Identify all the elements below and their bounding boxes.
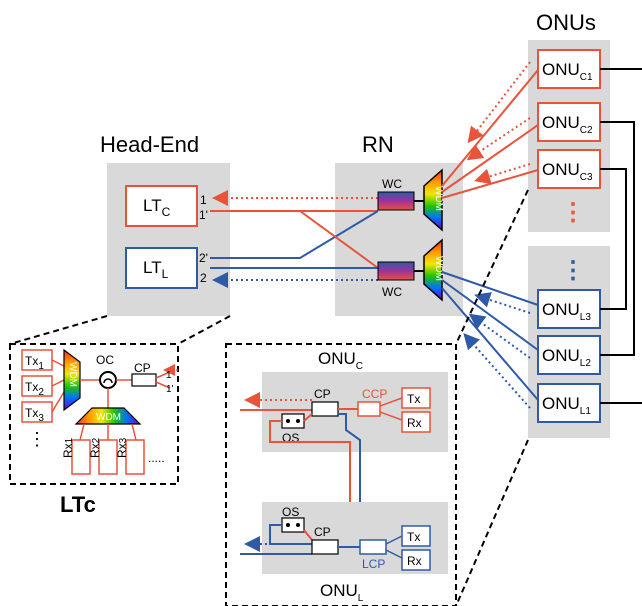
ltc-box: LTC [125,185,198,227]
onu-l-tx: Tx [401,525,431,547]
svg-text:WDM: WDM [433,186,444,211]
svg-text:Tx1: Tx1 [25,354,44,372]
onu-l3-box: ONUL3 [537,289,601,329]
ltc-tx1: Tx1 [21,349,53,372]
onu-l-cp: CP [311,525,339,555]
onus-title: ONUs [536,10,596,35]
onu-l1-box: ONUL1 [537,383,601,423]
svg-text:CP: CP [314,387,331,401]
onu-l-ellipsis: ⋮ [561,257,585,284]
onu-l-detail-title: ONUL [320,581,364,604]
port-2p-label: 2' [199,251,208,265]
onu-c3-box: ONUC3 [537,149,601,189]
wdm-top: WDM [423,168,444,232]
ltc-port-1: 1 [166,370,172,381]
svg-text:ONUC2: ONUC2 [542,113,593,136]
svg-text:LCP: LCP [362,557,385,571]
ltc-rx1: Rx1 [61,437,91,475]
svg-text:LTL: LTL [143,258,169,281]
ltc-oc: OC [96,353,117,389]
svg-text:WC: WC [382,177,402,191]
svg-text:Tx: Tx [407,530,420,544]
onu-l2-box: ONUL2 [537,335,601,375]
head-end-title: Head-End [100,132,199,157]
wc-bottom: WC [377,261,415,299]
ltc-rx3: Rx3 [115,437,145,475]
onu-c-ccp: CCP [357,387,387,417]
rn-title: RN [362,132,394,157]
onu-c2-box: ONUC2 [537,102,601,142]
onu-c-detail-title: ONUC [318,349,363,372]
svg-text:WDM: WDM [433,256,444,281]
port-1p-label: 1' [199,208,208,222]
svg-text:Rx3: Rx3 [115,437,129,458]
wdm-bottom: WDM [423,238,444,302]
svg-text:CCP: CCP [362,387,387,401]
ltc-rx-ellipsis: ..... [148,451,165,465]
onu-c-rx: Rx [401,411,431,433]
svg-text:Rx2: Rx2 [88,437,102,458]
ltc-cp: CP [131,361,157,387]
link-l-protect [210,210,379,259]
svg-text:Tx2: Tx2 [25,380,44,398]
svg-text:ONUL1: ONUL1 [542,394,591,417]
ltc-wdm-mux: WDM [63,348,81,412]
svg-text:Tx3: Tx3 [25,406,44,424]
svg-text:CP: CP [134,361,151,375]
ltc-rx2: Rx2 [88,437,118,475]
svg-text:WC: WC [382,285,402,299]
port-2-label: 2 [200,271,207,285]
onu-c-cp: CP [311,387,339,417]
onu-c1-box: ONUC1 [537,49,601,89]
svg-text:OS: OS [282,505,299,519]
onu-l-rx: Rx [401,549,431,571]
svg-text:LTC: LTC [143,196,171,219]
ltc-tx-ellipsis: ⋮ [28,429,46,449]
svg-text:ONUL3: ONUL3 [542,300,591,323]
svg-text:ONUC1: ONUC1 [542,60,593,83]
link-c-protect [299,210,379,269]
svg-text:WDM: WDM [96,412,121,423]
ltc-detail-title: LTc [60,492,96,517]
svg-text:Rx: Rx [407,416,422,430]
ltc-tx3: Tx3 [21,401,53,424]
svg-text:ONUC3: ONUC3 [542,160,593,183]
onu-c-tx: Tx [401,387,431,409]
svg-text:Rx1: Rx1 [61,437,75,458]
svg-text:ONUL2: ONUL2 [542,346,591,369]
svg-text:Tx: Tx [407,392,420,406]
svg-text:WDM: WDM [67,362,78,387]
ltl-box: LTL [125,247,198,289]
onu-c-ellipsis: ⋮ [561,199,585,226]
wc-top: WC [377,177,415,211]
svg-text:CP: CP [314,525,331,539]
onu-l-lcp: LCP [359,539,387,571]
ltc-port-1p: 1' [166,384,174,395]
svg-text:OC: OC [96,353,114,367]
ltc-wdm-demux: WDM [74,407,142,425]
svg-text:Rx: Rx [407,554,422,568]
ltc-tx2: Tx2 [21,375,53,398]
port-1-label: 1 [200,193,207,207]
